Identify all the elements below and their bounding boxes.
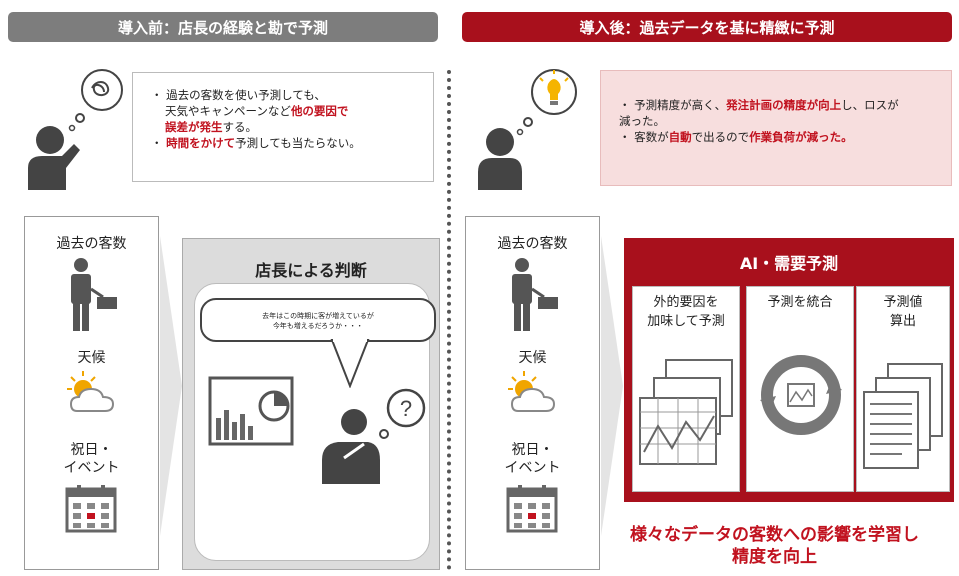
past-customers-label: 過去の客数 <box>497 236 568 252</box>
shopper-icon <box>71 258 117 331</box>
step-label-1: 予測値 <box>883 295 923 310</box>
calendar-icon <box>65 485 117 533</box>
weather-icon <box>508 371 556 412</box>
thought-bubble: 去年はこの時期に客が増えているが 今年も増えるだろうか・・・ <box>200 298 436 342</box>
caption-line-2: 精度を向上 <box>732 547 817 567</box>
bubble-text: ・ 客数が <box>619 130 669 144</box>
after-inputs-panel: 過去の客数 天候 祝日・ イベント <box>465 216 600 570</box>
bubble-text: ・ <box>151 136 167 150</box>
bubble-highlight: 誤差が発生 <box>165 120 223 134</box>
step-label: 予測を統合 <box>767 295 833 310</box>
holiday-label-1: 祝日・ <box>70 442 113 458</box>
holiday-label-2: イベント <box>504 460 561 476</box>
holiday-label-2: イベント <box>63 460 120 476</box>
data-sheets-icon <box>639 359 733 465</box>
weather-label: 天候 <box>77 350 106 366</box>
step-label-2: 加味して予測 <box>647 314 725 329</box>
step-label-2: 算出 <box>889 314 916 329</box>
thought-text-1: 去年はこの時期に客が増えているが <box>262 312 374 320</box>
bubble-text: 天気やキャンペーンなど <box>165 104 291 118</box>
idea-person-icon <box>478 69 577 190</box>
before-inputs-panel: 過去の客数 天候 祝日・ イベント <box>24 216 159 570</box>
bubble-text: 減った。 <box>619 114 665 128</box>
calendar-icon <box>506 485 558 533</box>
report-pages-icon <box>863 363 943 469</box>
weather-icon <box>67 371 115 412</box>
ai-title: AI・需要予測 <box>739 254 839 273</box>
before-bubble: ・ 過去の客数を使い予測しても、 天気やキャンペーンなど他の要因で 誤差が発生す… <box>132 72 434 182</box>
caption-line-1: 様々なデータの客数への影響を学習し <box>630 525 919 545</box>
flow-arrow <box>160 236 182 536</box>
judgement-title: 店長による判断 <box>255 261 367 280</box>
thought-text-2: 今年も増えるだろうか・・・ <box>272 322 364 330</box>
after-bubble: ・ 予測精度が高く、発注計画の精度が向上し、ロスが 減った。 ・ 客数が自動で出… <box>600 70 952 186</box>
bar-chart-icon <box>208 376 294 446</box>
svg-text:?: ? <box>400 396 412 421</box>
bubble-highlight: 時間をかけて <box>166 136 236 150</box>
bubble-text: 予測しても当たらない。 <box>235 136 361 150</box>
bubble-highlight: 発注計画の精度が向上 <box>726 98 842 112</box>
past-customers-label: 過去の客数 <box>56 236 127 252</box>
bubble-text: し、ロスが <box>841 98 899 112</box>
holiday-label-1: 祝日・ <box>511 442 554 458</box>
step-label-1: 外的要因を <box>653 295 719 310</box>
bubble-text: ・ 過去の客数を使い予測しても、 <box>151 88 326 102</box>
bubble-highlight: 作業負荷が減った。 <box>749 130 853 144</box>
weather-label: 天候 <box>518 350 547 366</box>
bubble-highlight: 他の要因で <box>290 104 349 118</box>
divider <box>447 70 451 570</box>
after-banner: 導入後：過去データを基に精緻に予測 <box>462 12 952 42</box>
flow-arrow <box>601 236 623 536</box>
thought-bubble-tail <box>330 338 370 388</box>
before-banner: 導入前：店長の経験と勘で予測 <box>8 12 438 42</box>
bubble-text: で出るので <box>691 130 750 144</box>
bubble-text: する。 <box>222 120 258 134</box>
caption: 様々なデータの客数への影響を学習し 精度を向上 <box>590 524 959 568</box>
worried-person-icon <box>28 69 123 190</box>
shopper-icon <box>512 258 558 331</box>
question-person-icon: ? <box>322 388 426 484</box>
bubble-highlight: 自動 <box>668 130 692 144</box>
cycle-icon <box>760 355 842 435</box>
bubble-text: ・ 予測精度が高く、 <box>619 98 727 112</box>
